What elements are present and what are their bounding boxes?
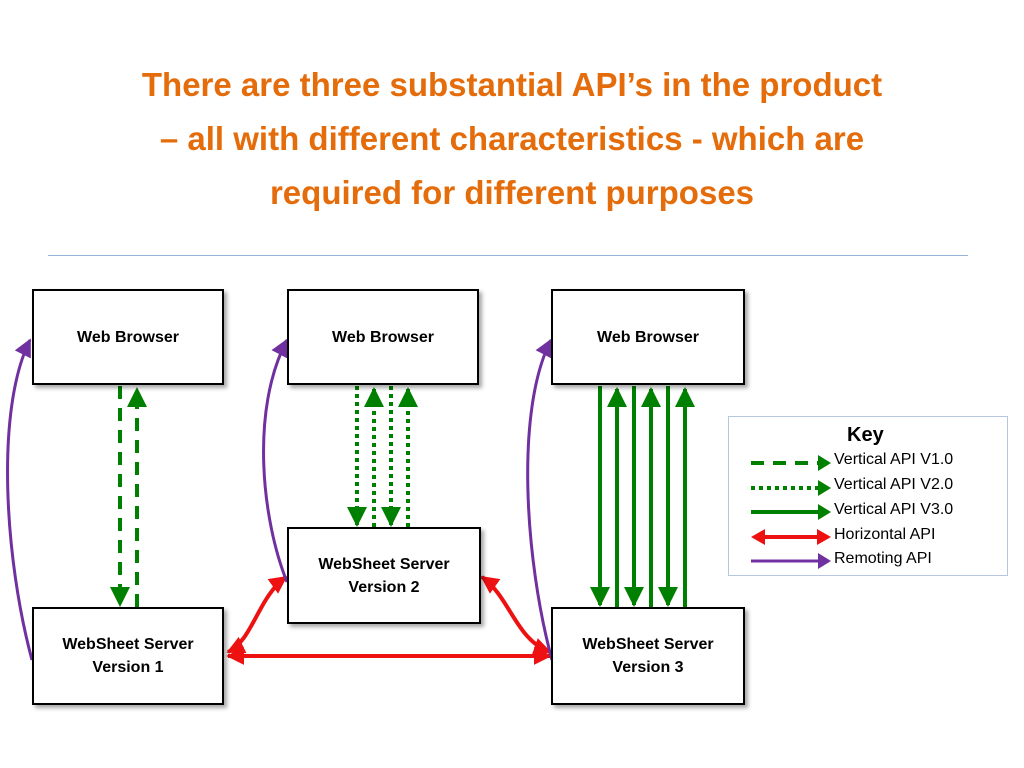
key-item-vertical-v3: Vertical API V3.0: [834, 501, 954, 518]
websheet-server-1-line2: Version 1: [92, 659, 164, 676]
horizontal-arrow-server2-server3: [480, 575, 552, 656]
web-browser-2-label: Web Browser: [332, 328, 434, 346]
websheet-server-1-line1: WebSheet Server: [62, 636, 194, 653]
web-browser-1-label: Web Browser: [77, 328, 179, 346]
title-line-2: – all with different characteristics - w…: [159, 120, 865, 157]
websheet-server-1: WebSheet Server Version 1: [32, 607, 224, 705]
vertical-api-v2-arrows: [347, 386, 418, 527]
title-line-1: There are three substantial API’s in the…: [141, 66, 883, 103]
page-title: There are three substantial API’s in the…: [40, 58, 984, 220]
web-browser-3-label: Web Browser: [597, 328, 699, 346]
horizontal-api-arrows: [226, 575, 552, 665]
key-item-vertical-v2: Vertical API V2.0: [834, 476, 954, 493]
websheet-server-2: WebSheet Server Version 2: [287, 527, 481, 624]
key-item-remoting: Remoting API: [834, 550, 932, 567]
title-divider: [48, 255, 968, 256]
web-browser-3: Web Browser: [551, 289, 745, 385]
key-item-vertical-v1: Vertical API V1.0: [834, 451, 954, 468]
dotted-arrow-icon: [751, 480, 831, 496]
remoting-arrow-3: [526, 338, 554, 661]
remoting-arrow-icon: [751, 553, 831, 569]
key-item-horizontal: Horizontal API: [834, 526, 936, 543]
remoting-api-arrows: [6, 338, 554, 661]
websheet-server-2-line1: WebSheet Server: [318, 555, 450, 573]
remoting-arrow-1: [6, 338, 34, 661]
horizontal-arrow-server1-server2: [226, 575, 288, 654]
web-browser-1: Web Browser: [32, 289, 224, 385]
web-browser-2: Web Browser: [287, 289, 479, 385]
key-swatches: [751, 455, 831, 569]
websheet-server-3-line2: Version 3: [612, 659, 684, 676]
websheet-server-3-line1: WebSheet Server: [582, 636, 714, 653]
dashed-arrow-icon: [751, 455, 831, 471]
double-arrow-icon: [751, 529, 831, 545]
key-legend: Key Vertical API V1.0 Vertical API V2.0 …: [728, 416, 1008, 576]
websheet-server-3: WebSheet Server Version 3: [551, 607, 745, 705]
websheet-server-2-line2: Version 2: [348, 578, 420, 596]
vertical-api-v3-arrows: [590, 386, 695, 607]
title-line-3: required for different purposes: [269, 174, 755, 211]
remoting-arrow-2: [262, 338, 289, 583]
key-title: Key: [847, 424, 884, 446]
vertical-api-v1-arrows: [110, 386, 147, 607]
solid-arrow-icon: [751, 504, 831, 520]
